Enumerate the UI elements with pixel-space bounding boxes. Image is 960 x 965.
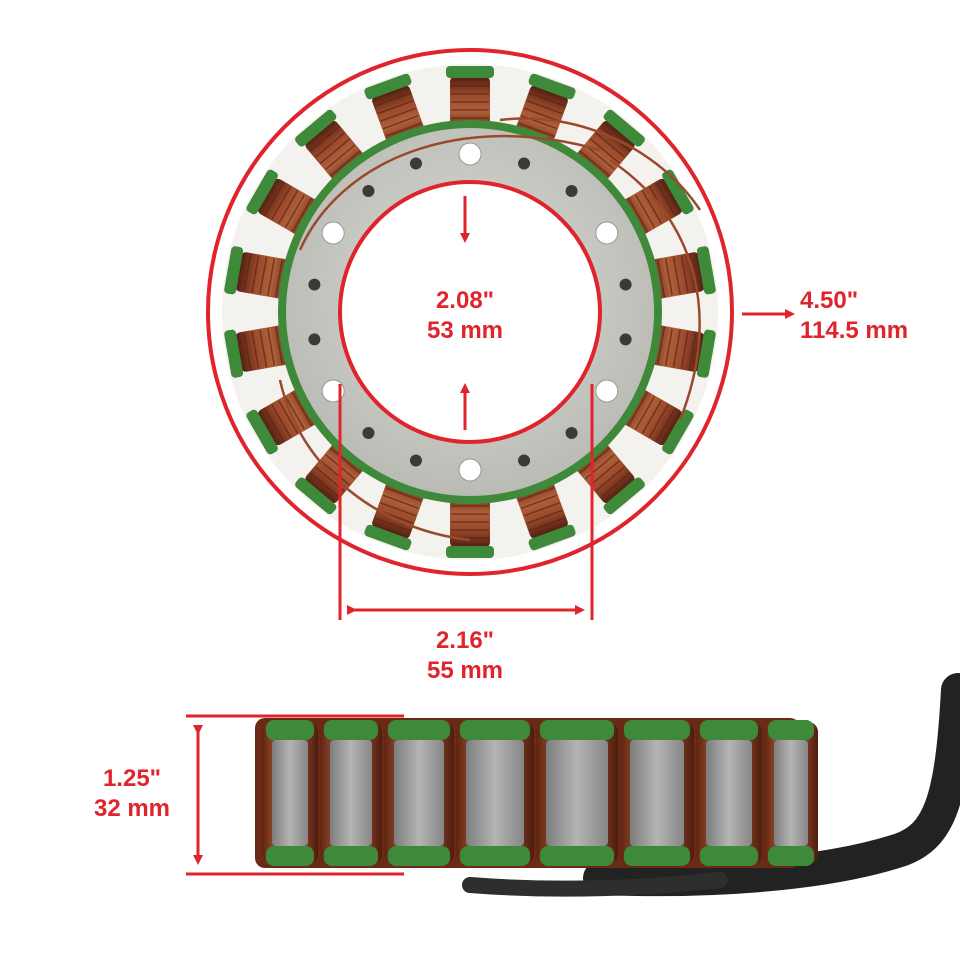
side-coil <box>262 720 318 866</box>
mounting-holes <box>308 142 632 482</box>
stator-side-view <box>186 673 960 897</box>
lead-wire <box>499 117 702 211</box>
inner-diameter-circle <box>338 180 602 444</box>
stator-top-view <box>206 48 795 620</box>
side-coil <box>384 720 454 866</box>
side-coil <box>320 720 382 866</box>
inner-diameter-inch: 2.08" <box>435 287 495 314</box>
side-coil <box>696 720 762 866</box>
mounting-hole <box>619 333 632 346</box>
mounting-hole <box>565 184 578 197</box>
harness-sleeve <box>462 872 728 897</box>
mounting-hole <box>362 427 375 440</box>
mounting-hole <box>518 157 531 170</box>
inner-diameter-mm: 53 mm <box>426 317 504 344</box>
mounting-hole <box>565 427 578 440</box>
mounting-hole <box>595 379 619 403</box>
side-coil <box>764 720 818 866</box>
side-coil <box>620 720 694 866</box>
bolt-spacing-inch: 2.16" <box>435 627 495 654</box>
lead-wire <box>298 134 601 251</box>
lead-wire <box>609 158 701 421</box>
mounting-hole <box>321 221 345 245</box>
coil <box>446 66 494 130</box>
mounting-hole <box>595 221 619 245</box>
mounting-hole <box>308 278 321 291</box>
coil <box>446 494 494 558</box>
lead-wire <box>278 379 471 542</box>
mounting-hole <box>409 454 422 467</box>
mounting-hole <box>458 458 482 482</box>
mounting-hole <box>409 157 422 170</box>
mounting-hole <box>458 142 482 166</box>
height-mm: 32 mm <box>93 795 171 822</box>
outer-diameter-label: 4.50" 114.5 mm <box>800 286 950 346</box>
inner-diameter-label: 2.08" 53 mm <box>380 286 550 346</box>
mounting-hole <box>308 333 321 346</box>
mounting-hole <box>362 184 375 197</box>
side-coil <box>536 720 618 866</box>
height-inch: 1.25" <box>102 765 162 792</box>
side-coil <box>456 720 534 866</box>
bolt-spacing-mm: 55 mm <box>426 657 504 684</box>
coil <box>224 246 294 300</box>
mounting-hole <box>518 454 531 467</box>
outer-diameter-mm: 114.5 mm <box>800 317 909 344</box>
coil <box>224 324 294 378</box>
lead-wires <box>278 117 702 542</box>
bolt-spacing-label: 2.16" 55 mm <box>380 626 550 686</box>
side-coils <box>262 720 818 866</box>
outer-diameter-inch: 4.50" <box>800 287 859 314</box>
mounting-hole <box>619 278 632 291</box>
height-label: 1.25" 32 mm <box>72 764 192 824</box>
